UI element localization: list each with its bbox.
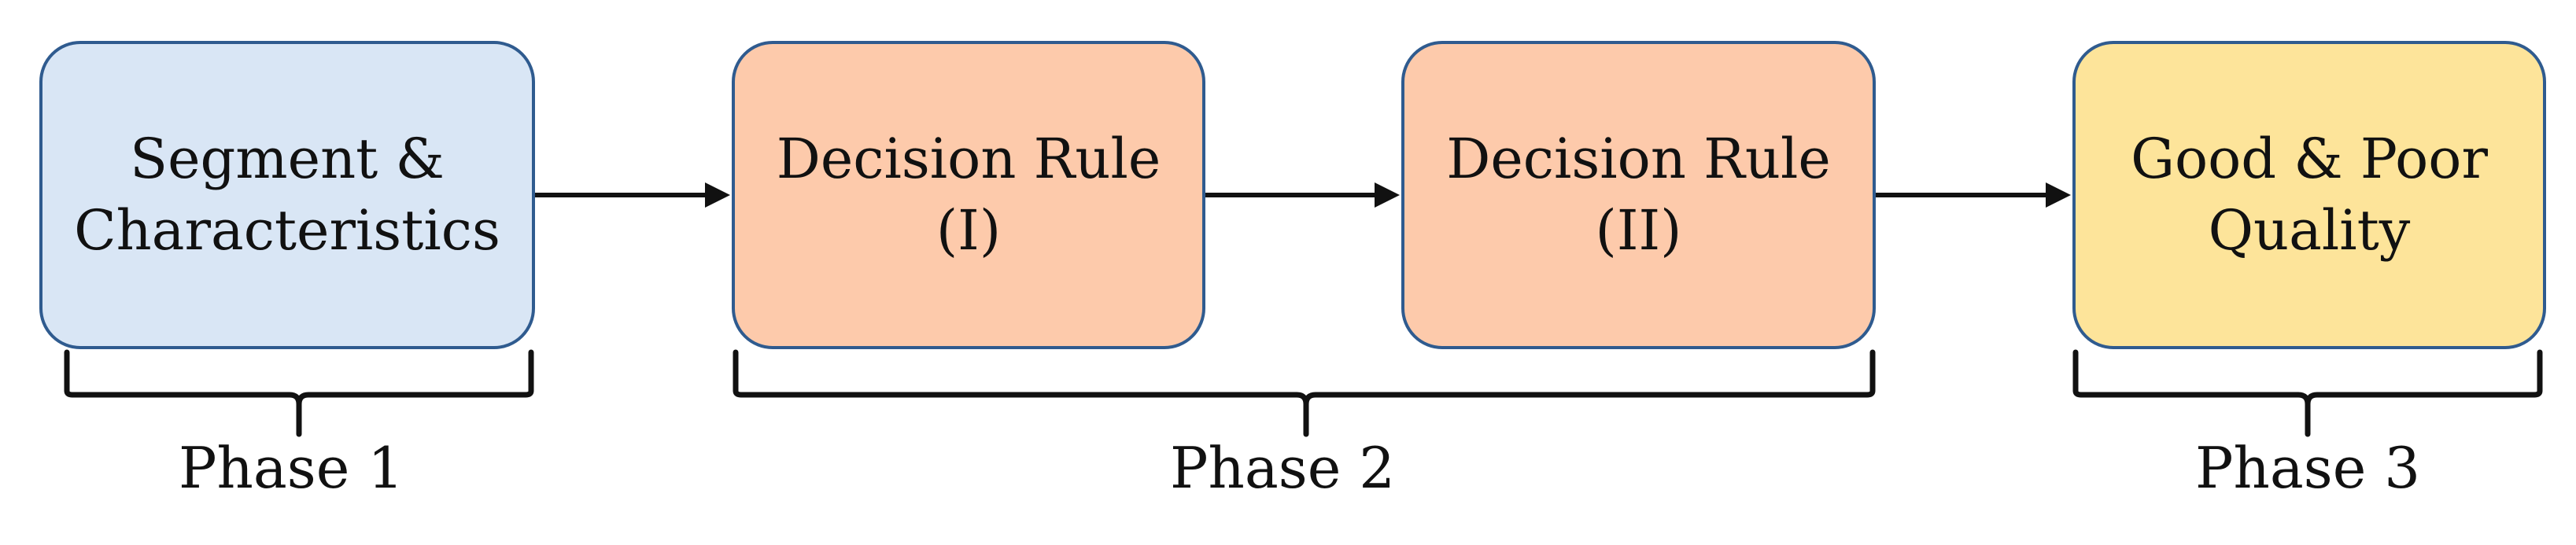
segment-characteristics-box: Segment & Characteristics <box>39 41 535 349</box>
rule-1-box-line-1: Decision Rule <box>776 127 1161 191</box>
segment-box-line-1: Segment & <box>130 127 445 191</box>
phase-3-bracket <box>2072 349 2543 437</box>
phase-2-bracket <box>733 349 1876 437</box>
phase-3-label: Phase 3 <box>2195 435 2420 501</box>
phase-1-bracket <box>64 349 534 437</box>
rule-2-box-line-2: (II) <box>1595 198 1682 263</box>
segment-box-line-2: Characteristics <box>74 198 500 263</box>
phase-1-label: Phase 1 <box>179 435 404 501</box>
quality-box-line-1: Good & Poor <box>2131 127 2488 191</box>
arrow-segment-to-rule-1 <box>535 182 730 208</box>
quality-box-line-2: Quality <box>2208 198 2411 263</box>
phase-2-label: Phase 2 <box>1170 435 1395 501</box>
rule-1-box-line-2: (I) <box>936 198 1002 263</box>
arrow-rule-1-to-rule-2 <box>1205 182 1400 208</box>
good-poor-quality-box: Good & Poor Quality <box>2072 41 2546 349</box>
decision-rule-1-box: Decision Rule (I) <box>732 41 1205 349</box>
rule-2-box-line-1: Decision Rule <box>1446 127 1831 191</box>
arrow-rule-2-to-quality <box>1876 182 2071 208</box>
decision-rule-2-box: Decision Rule (II) <box>1401 41 1876 349</box>
